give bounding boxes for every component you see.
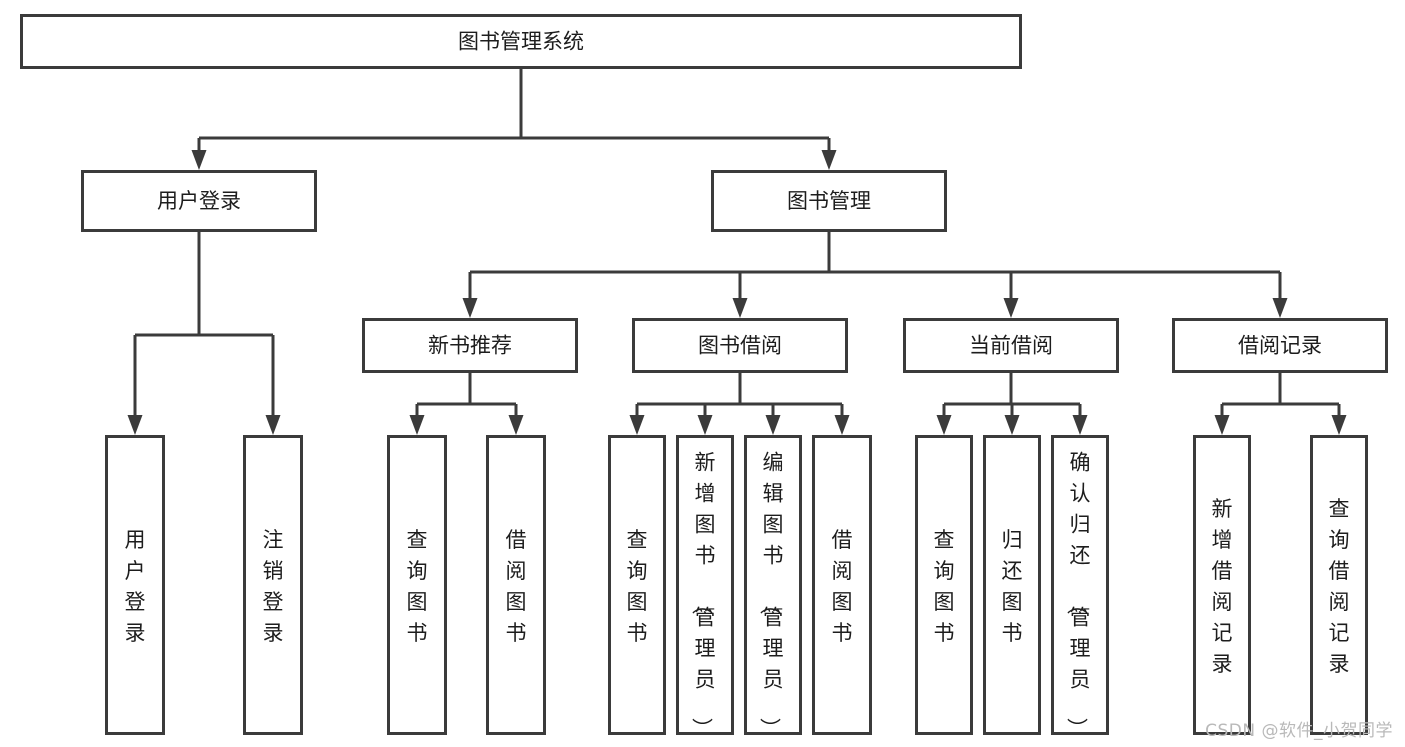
node-label: 注销登录 [263, 528, 284, 645]
node-n11[interactable]: 确认归还（管理员） [1051, 435, 1109, 739]
node-box[interactable] [486, 435, 546, 735]
node-n10[interactable]: 归还图书 [983, 435, 1041, 735]
node-box[interactable] [983, 435, 1041, 735]
node-label: 编辑图书（管理员） [758, 451, 784, 739]
arrow-head-icon [732, 298, 748, 318]
node-label: 借阅记录 [1238, 334, 1322, 358]
node-label: 新增借阅记录 [1212, 497, 1233, 676]
node-box[interactable] [20, 14, 1022, 69]
node-n6[interactable]: 新增图书（管理员） [676, 435, 734, 739]
node-box[interactable] [1193, 435, 1251, 735]
node-box[interactable] [744, 435, 802, 735]
node-layer: 图书管理系统用户登录图书管理新书推荐图书借阅当前借阅借阅记录用户登录注销登录查询… [20, 14, 1388, 739]
node-label: 借阅图书 [832, 528, 853, 645]
node-label: 查询图书 [627, 528, 648, 645]
connector-group-l2d [1214, 373, 1347, 435]
connector-group-l1a [127, 232, 281, 435]
arrow-head-icon [629, 415, 645, 435]
node-n12[interactable]: 新增借阅记录 [1193, 435, 1251, 735]
node-label: 查询图书 [934, 528, 955, 645]
connector-group-l1b [462, 232, 1288, 318]
node-label: 当前借阅 [969, 334, 1053, 358]
node-n3[interactable]: 查询图书 [387, 435, 447, 735]
node-l2b[interactable]: 图书借阅 [632, 318, 848, 373]
connector-layer [127, 69, 1347, 435]
arrow-head-icon [834, 415, 850, 435]
node-n9[interactable]: 查询图书 [915, 435, 973, 735]
node-label: 借阅图书 [506, 528, 527, 645]
arrow-head-icon [1072, 415, 1088, 435]
node-n1[interactable]: 用户登录 [105, 435, 165, 735]
node-box[interactable] [1051, 435, 1109, 735]
node-label: 图书管理 [787, 189, 871, 213]
arrow-head-icon [1272, 298, 1288, 318]
connector-group-l2a [409, 373, 524, 435]
connector-group-l2b [629, 373, 850, 435]
node-label: 图书借阅 [698, 334, 782, 358]
node-label: 新增图书（管理员） [690, 451, 716, 739]
arrow-head-icon [1331, 415, 1347, 435]
node-label: 新书推荐 [428, 334, 512, 358]
node-l1a[interactable]: 用户登录 [81, 170, 317, 232]
arrow-head-icon [697, 415, 713, 435]
node-label: 图书管理系统 [458, 30, 584, 54]
node-label: 查询图书 [407, 528, 428, 645]
node-box[interactable] [243, 435, 303, 735]
node-l1b[interactable]: 图书管理 [711, 170, 947, 232]
node-n8[interactable]: 借阅图书 [812, 435, 872, 735]
node-l2a[interactable]: 新书推荐 [362, 318, 578, 373]
node-l2c[interactable]: 当前借阅 [903, 318, 1119, 373]
node-box[interactable] [711, 170, 947, 232]
connector-group-l2c [936, 373, 1088, 435]
node-box[interactable] [915, 435, 973, 735]
arrow-head-icon [508, 415, 524, 435]
node-box[interactable] [362, 318, 578, 373]
node-n13[interactable]: 查询借阅记录 [1310, 435, 1368, 735]
node-label: 查询借阅记录 [1329, 497, 1350, 676]
arrow-head-icon [127, 415, 143, 435]
node-box[interactable] [812, 435, 872, 735]
arrow-head-icon [936, 415, 952, 435]
connector-group-root [191, 69, 837, 170]
node-box[interactable] [1310, 435, 1368, 735]
node-box[interactable] [1172, 318, 1388, 373]
arrow-head-icon [191, 150, 207, 170]
arrow-head-icon [1004, 415, 1020, 435]
node-box[interactable] [608, 435, 666, 735]
node-n2[interactable]: 注销登录 [243, 435, 303, 735]
node-box[interactable] [632, 318, 848, 373]
node-l2d[interactable]: 借阅记录 [1172, 318, 1388, 373]
node-box[interactable] [387, 435, 447, 735]
node-n7[interactable]: 编辑图书（管理员） [744, 435, 802, 739]
node-n4[interactable]: 借阅图书 [486, 435, 546, 735]
arrow-head-icon [821, 150, 837, 170]
node-box[interactable] [81, 170, 317, 232]
node-label: 用户登录 [157, 189, 241, 213]
node-box[interactable] [676, 435, 734, 735]
node-box[interactable] [903, 318, 1119, 373]
node-box[interactable] [105, 435, 165, 735]
watermark-text: CSDN @软件_小贺同学 [1205, 721, 1393, 741]
arrow-head-icon [765, 415, 781, 435]
arrow-head-icon [265, 415, 281, 435]
node-label: 归还图书 [1002, 528, 1023, 645]
arrow-head-icon [409, 415, 425, 435]
arrow-head-icon [1003, 298, 1019, 318]
node-n5[interactable]: 查询图书 [608, 435, 666, 735]
arrow-head-icon [462, 298, 478, 318]
node-label: 用户登录 [125, 528, 146, 645]
arrow-head-icon [1214, 415, 1230, 435]
node-root[interactable]: 图书管理系统 [20, 14, 1022, 69]
node-label: 确认归还（管理员） [1065, 451, 1091, 739]
